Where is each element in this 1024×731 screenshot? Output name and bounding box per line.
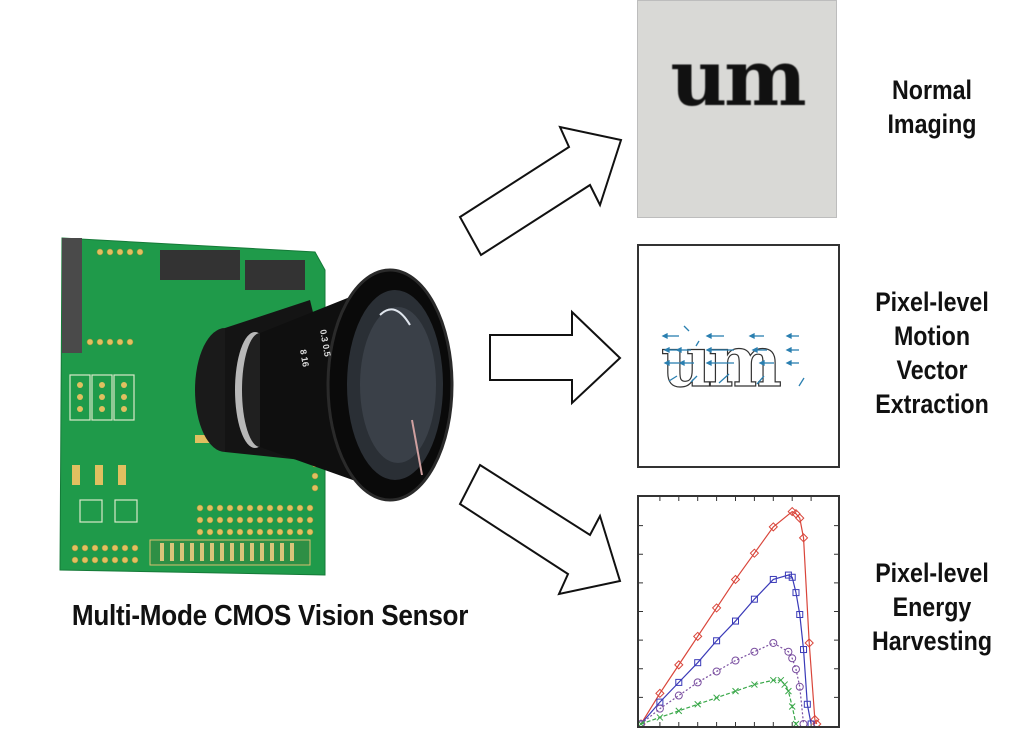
data-point-marker: [788, 654, 797, 663]
svg-text:8 16: 8 16: [298, 349, 311, 368]
data-point-marker: [784, 647, 793, 656]
normal-imaging-text: um: [670, 33, 806, 124]
data-point-marker: [788, 573, 796, 581]
data-point-marker: [804, 638, 814, 648]
motion-vector-panel: um: [637, 244, 840, 468]
data-point-marker: [792, 589, 800, 597]
data-point-marker: [791, 665, 800, 674]
data-point-marker: [732, 687, 739, 695]
data-point-marker: [792, 720, 800, 728]
data-point-marker: [769, 575, 777, 583]
data-point-marker: [656, 714, 664, 721]
data-point-marker: [730, 574, 741, 585]
motion-vector-plot: um: [660, 319, 805, 404]
data-point-marker: [796, 611, 804, 618]
data-point-marker: [798, 533, 809, 543]
sensor-caption: Multi-Mode CMOS Vision Sensor: [71, 600, 469, 632]
label-normal-imaging: Normal Imaging: [887, 75, 977, 139]
data-point-marker: [810, 714, 820, 725]
data-point-marker: [769, 638, 778, 647]
arrow-right-icon: [489, 309, 622, 406]
data-point-marker: [749, 548, 760, 558]
data-point-marker: [674, 691, 683, 700]
data-point-marker: [731, 656, 740, 665]
data-point-marker: [713, 694, 720, 702]
data-point-marker: [750, 647, 759, 656]
data-point-marker: [803, 700, 811, 708]
data-point-marker: [768, 522, 779, 532]
data-point-marker: [693, 678, 702, 687]
data-point-marker: [713, 637, 721, 645]
label-energy-harvesting: Pixel-level Energy Harvesting: [871, 558, 993, 656]
data-point-marker: [800, 646, 808, 654]
data-point-marker: [751, 681, 758, 688]
data-point-marker: [781, 681, 788, 688]
data-point-marker: [795, 513, 805, 523]
series-blue-line: [640, 574, 812, 725]
data-point-marker: [712, 667, 721, 676]
series-red-line: [640, 510, 818, 725]
energy-harvesting-chart: [636, 495, 840, 729]
data-point-marker: [694, 659, 702, 667]
data-point-marker: [784, 571, 792, 579]
energy-chart-plot: [636, 497, 838, 729]
normal-imaging-panel: um: [637, 0, 837, 218]
data-point-marker: [692, 631, 703, 642]
series-purple-line: [640, 642, 805, 725]
data-point-marker: [675, 707, 683, 715]
cmos-sensor-board-image: 8 16 0.3 0.5: [59, 237, 454, 576]
data-point-marker: [769, 676, 777, 684]
svg-text:0.3 0.5: 0.3 0.5: [318, 329, 333, 358]
data-point-marker: [785, 687, 792, 695]
data-point-marker: [732, 617, 739, 625]
data-point-marker: [750, 595, 758, 603]
data-point-marker: [675, 678, 683, 686]
data-point-marker: [788, 703, 796, 710]
data-point-marker: [694, 700, 702, 708]
arrow-up-right-icon: [458, 125, 623, 257]
arrow-down-right-icon: [458, 463, 622, 596]
data-point-marker: [711, 603, 722, 613]
data-point-marker: [795, 682, 804, 691]
data-point-marker: [655, 688, 665, 699]
data-point-marker: [655, 704, 664, 713]
data-point-marker: [674, 660, 684, 670]
label-motion-vector-extraction: Pixel-level Motion Vector Extraction: [875, 287, 989, 419]
